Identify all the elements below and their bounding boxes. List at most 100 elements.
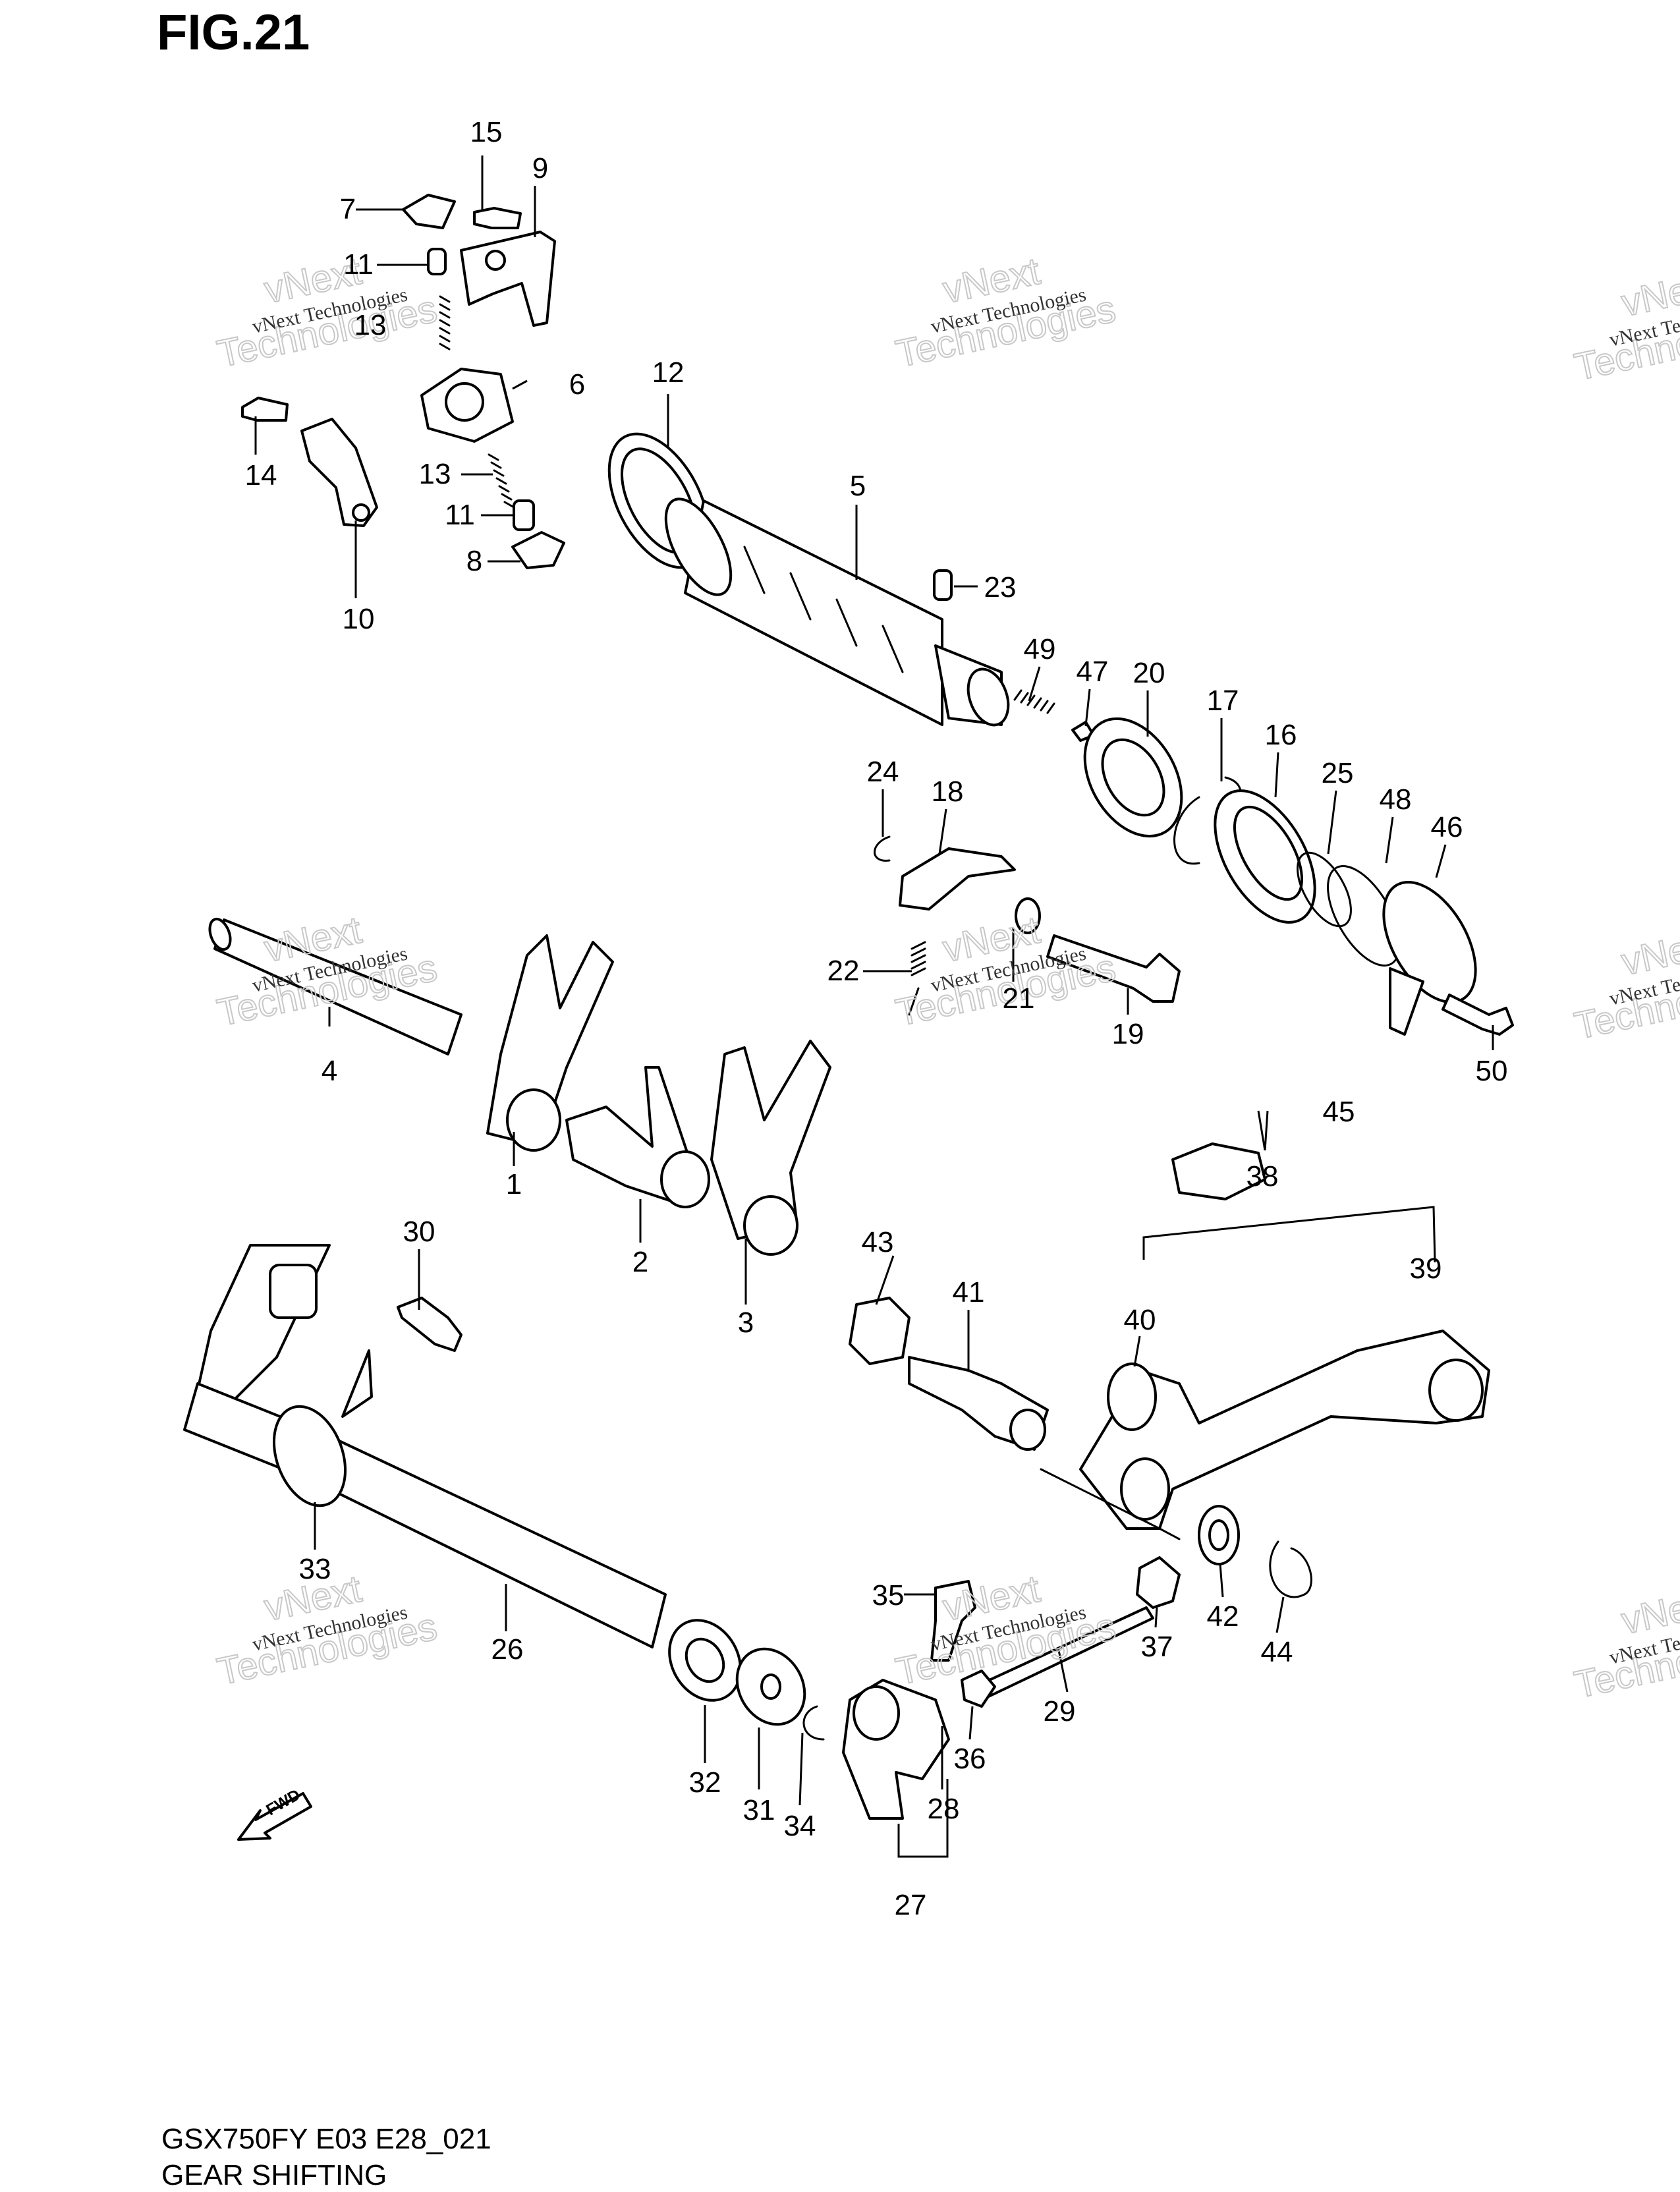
bracket-38 (1142, 1206, 1436, 1263)
callout-4: 4 (322, 1055, 337, 1087)
part-38-gearshift-lever (1079, 1330, 1490, 1530)
callout-47: 47 (1077, 656, 1109, 688)
part-14-bolt (241, 397, 289, 422)
callout-17: 17 (1207, 685, 1239, 717)
callout-12: 12 (652, 356, 685, 389)
model-code: GSX750FY E03 E28_021 (161, 2123, 491, 2155)
parts-drawing: FWD (183, 194, 1514, 1858)
callout-39: 39 (1410, 1252, 1442, 1285)
part-23-pin (933, 569, 953, 601)
part-7-plate (402, 194, 456, 229)
part-11-pin (427, 248, 447, 275)
figure-title: FIG.21 (157, 5, 310, 61)
callout-13: 13 (354, 309, 387, 341)
callout-labels: 15 9 7 11 13 6 14 13 11 8 10 12 5 23 49 … (245, 116, 1508, 1921)
callout-24: 24 (867, 756, 899, 788)
callout-43: 43 (862, 1226, 894, 1258)
watermark: Technologies vNext vNext Technologies (891, 249, 1120, 376)
callout-44: 44 (1261, 1636, 1293, 1668)
callout-45: 45 (1323, 1096, 1355, 1128)
callout-1: 1 (506, 1168, 522, 1200)
fwd-arrow-icon: FWD (237, 1785, 312, 1841)
part-35-bolt (930, 1580, 976, 1662)
callout-28: 28 (928, 1793, 960, 1825)
part-39-footpeg (1428, 1359, 1484, 1422)
callout-11: 11 (343, 248, 374, 281)
part-18-lever (899, 847, 1016, 911)
callout-6: 6 (569, 368, 585, 401)
callout-36: 36 (954, 1743, 986, 1775)
watermark: Technologies vNext vNext Technologies (1570, 921, 1680, 1048)
callout-33: 33 (299, 1553, 331, 1585)
part-45-rubber (1171, 1142, 1266, 1200)
callout-42: 42 (1207, 1600, 1239, 1633)
part-21-washer (1015, 897, 1041, 934)
callout-35: 35 (872, 1579, 905, 1612)
callout-14: 14 (245, 459, 277, 492)
part-46-cover (1382, 880, 1477, 1004)
part-44-circlip (1269, 1540, 1312, 1598)
callout-31: 31 (743, 1794, 775, 1826)
callout-11: 11 (445, 499, 475, 531)
callout-30: 30 (403, 1216, 435, 1248)
part-37-nut (1136, 1556, 1181, 1609)
watermark: Technologies vNext vNext Technologies (213, 249, 441, 376)
watermark: Technologies vNext vNext Technologies (891, 908, 1120, 1035)
callout-49: 49 (1024, 633, 1056, 665)
watermark: Technologies vNext vNext Technologies (1570, 1580, 1680, 1707)
part-8-plate (511, 531, 565, 569)
callout-48: 48 (1380, 783, 1412, 816)
watermark: Technologies vNext vNext Technologies (1570, 262, 1680, 389)
callout-10: 10 (343, 603, 375, 635)
callout-21: 21 (1003, 982, 1035, 1015)
callout-15: 15 (470, 116, 503, 148)
callout-8: 8 (466, 545, 482, 577)
callout-5: 5 (850, 470, 866, 502)
callout-41: 41 (953, 1276, 985, 1308)
callout-20: 20 (1133, 657, 1165, 689)
callout-50: 50 (1476, 1055, 1508, 1087)
part-43-nut (849, 1297, 910, 1365)
callout-3: 3 (738, 1307, 754, 1339)
callout-38: 38 (1246, 1160, 1279, 1193)
part-19-bolt (1046, 934, 1181, 1003)
callout-25: 25 (1322, 757, 1354, 789)
part-22-spring (908, 941, 926, 1016)
part-13-spring-lower (488, 453, 515, 509)
part-34-clip (802, 1705, 825, 1741)
part-30-bolt (397, 1297, 462, 1352)
callout-27: 27 (895, 1889, 927, 1921)
callout-22: 22 (827, 955, 860, 987)
part-11-pin-lower (513, 499, 535, 531)
leader-lines (254, 155, 1494, 1806)
part-10-stopper (300, 418, 378, 527)
callout-2: 2 (632, 1246, 648, 1278)
callout-9: 9 (532, 152, 548, 184)
callout-19: 19 (1112, 1018, 1144, 1050)
callout-26: 26 (491, 1633, 524, 1666)
callout-37: 37 (1141, 1631, 1173, 1663)
callout-23: 23 (984, 571, 1017, 604)
watermark: Technologies vNext vNext Technologies (891, 1567, 1120, 1694)
callout-7: 7 (340, 193, 356, 225)
part-5-shift-drum (684, 499, 943, 726)
part-25-ring (1297, 851, 1352, 928)
callout-18: 18 (932, 775, 964, 808)
bracket-27 (897, 1779, 949, 1858)
callout-46: 46 (1431, 811, 1463, 843)
part-9-bracket (460, 231, 556, 327)
part-50-bolt (1442, 994, 1514, 1036)
callout-32: 32 (689, 1766, 721, 1799)
callout-40: 40 (1124, 1304, 1156, 1336)
part-33-seal (272, 1405, 347, 1507)
part-40-bushing (1107, 1363, 1157, 1431)
callout-34: 34 (784, 1810, 816, 1842)
part-15-bolt (473, 207, 522, 229)
callout-16: 16 (1265, 719, 1297, 751)
part-49-spring (1013, 689, 1055, 714)
part-24-circlip (874, 835, 891, 862)
part-36-nut (961, 1670, 996, 1708)
part-3-fork (710, 1040, 831, 1240)
callout-29: 29 (1044, 1695, 1076, 1728)
